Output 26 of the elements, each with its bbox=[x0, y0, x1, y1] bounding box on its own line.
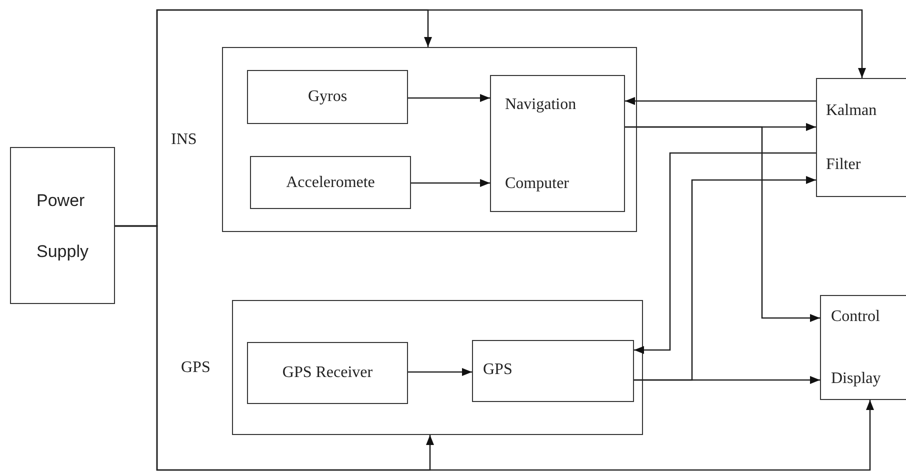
arrow bbox=[115, 225, 874, 471]
arrow bbox=[625, 126, 820, 322]
block-label: Control Display bbox=[831, 306, 881, 388]
arrow bbox=[634, 376, 820, 384]
block-label: Acceleromete bbox=[286, 172, 375, 192]
arrow bbox=[625, 97, 816, 105]
block-box bbox=[247, 342, 408, 404]
subsystem-label: INS bbox=[171, 130, 197, 150]
arrow bbox=[411, 179, 490, 187]
block-box bbox=[472, 340, 634, 402]
block-box bbox=[816, 78, 906, 197]
block-box bbox=[247, 70, 408, 124]
block-label: Power Supply bbox=[36, 190, 88, 262]
block-box bbox=[820, 295, 906, 400]
block-box bbox=[490, 75, 625, 212]
block-label: Kalman Filter bbox=[826, 100, 877, 174]
block-label: Gyros bbox=[308, 87, 348, 107]
arrow bbox=[408, 94, 490, 102]
subsystem-label: GPS bbox=[181, 358, 210, 378]
block-label: GPS Receiver bbox=[282, 363, 373, 383]
arrow bbox=[408, 368, 472, 376]
block-box bbox=[250, 156, 411, 209]
arrow bbox=[634, 152, 816, 354]
block-label: GPS bbox=[483, 360, 512, 380]
block-box bbox=[10, 147, 115, 304]
block-label: Navigation Computer bbox=[505, 94, 576, 194]
